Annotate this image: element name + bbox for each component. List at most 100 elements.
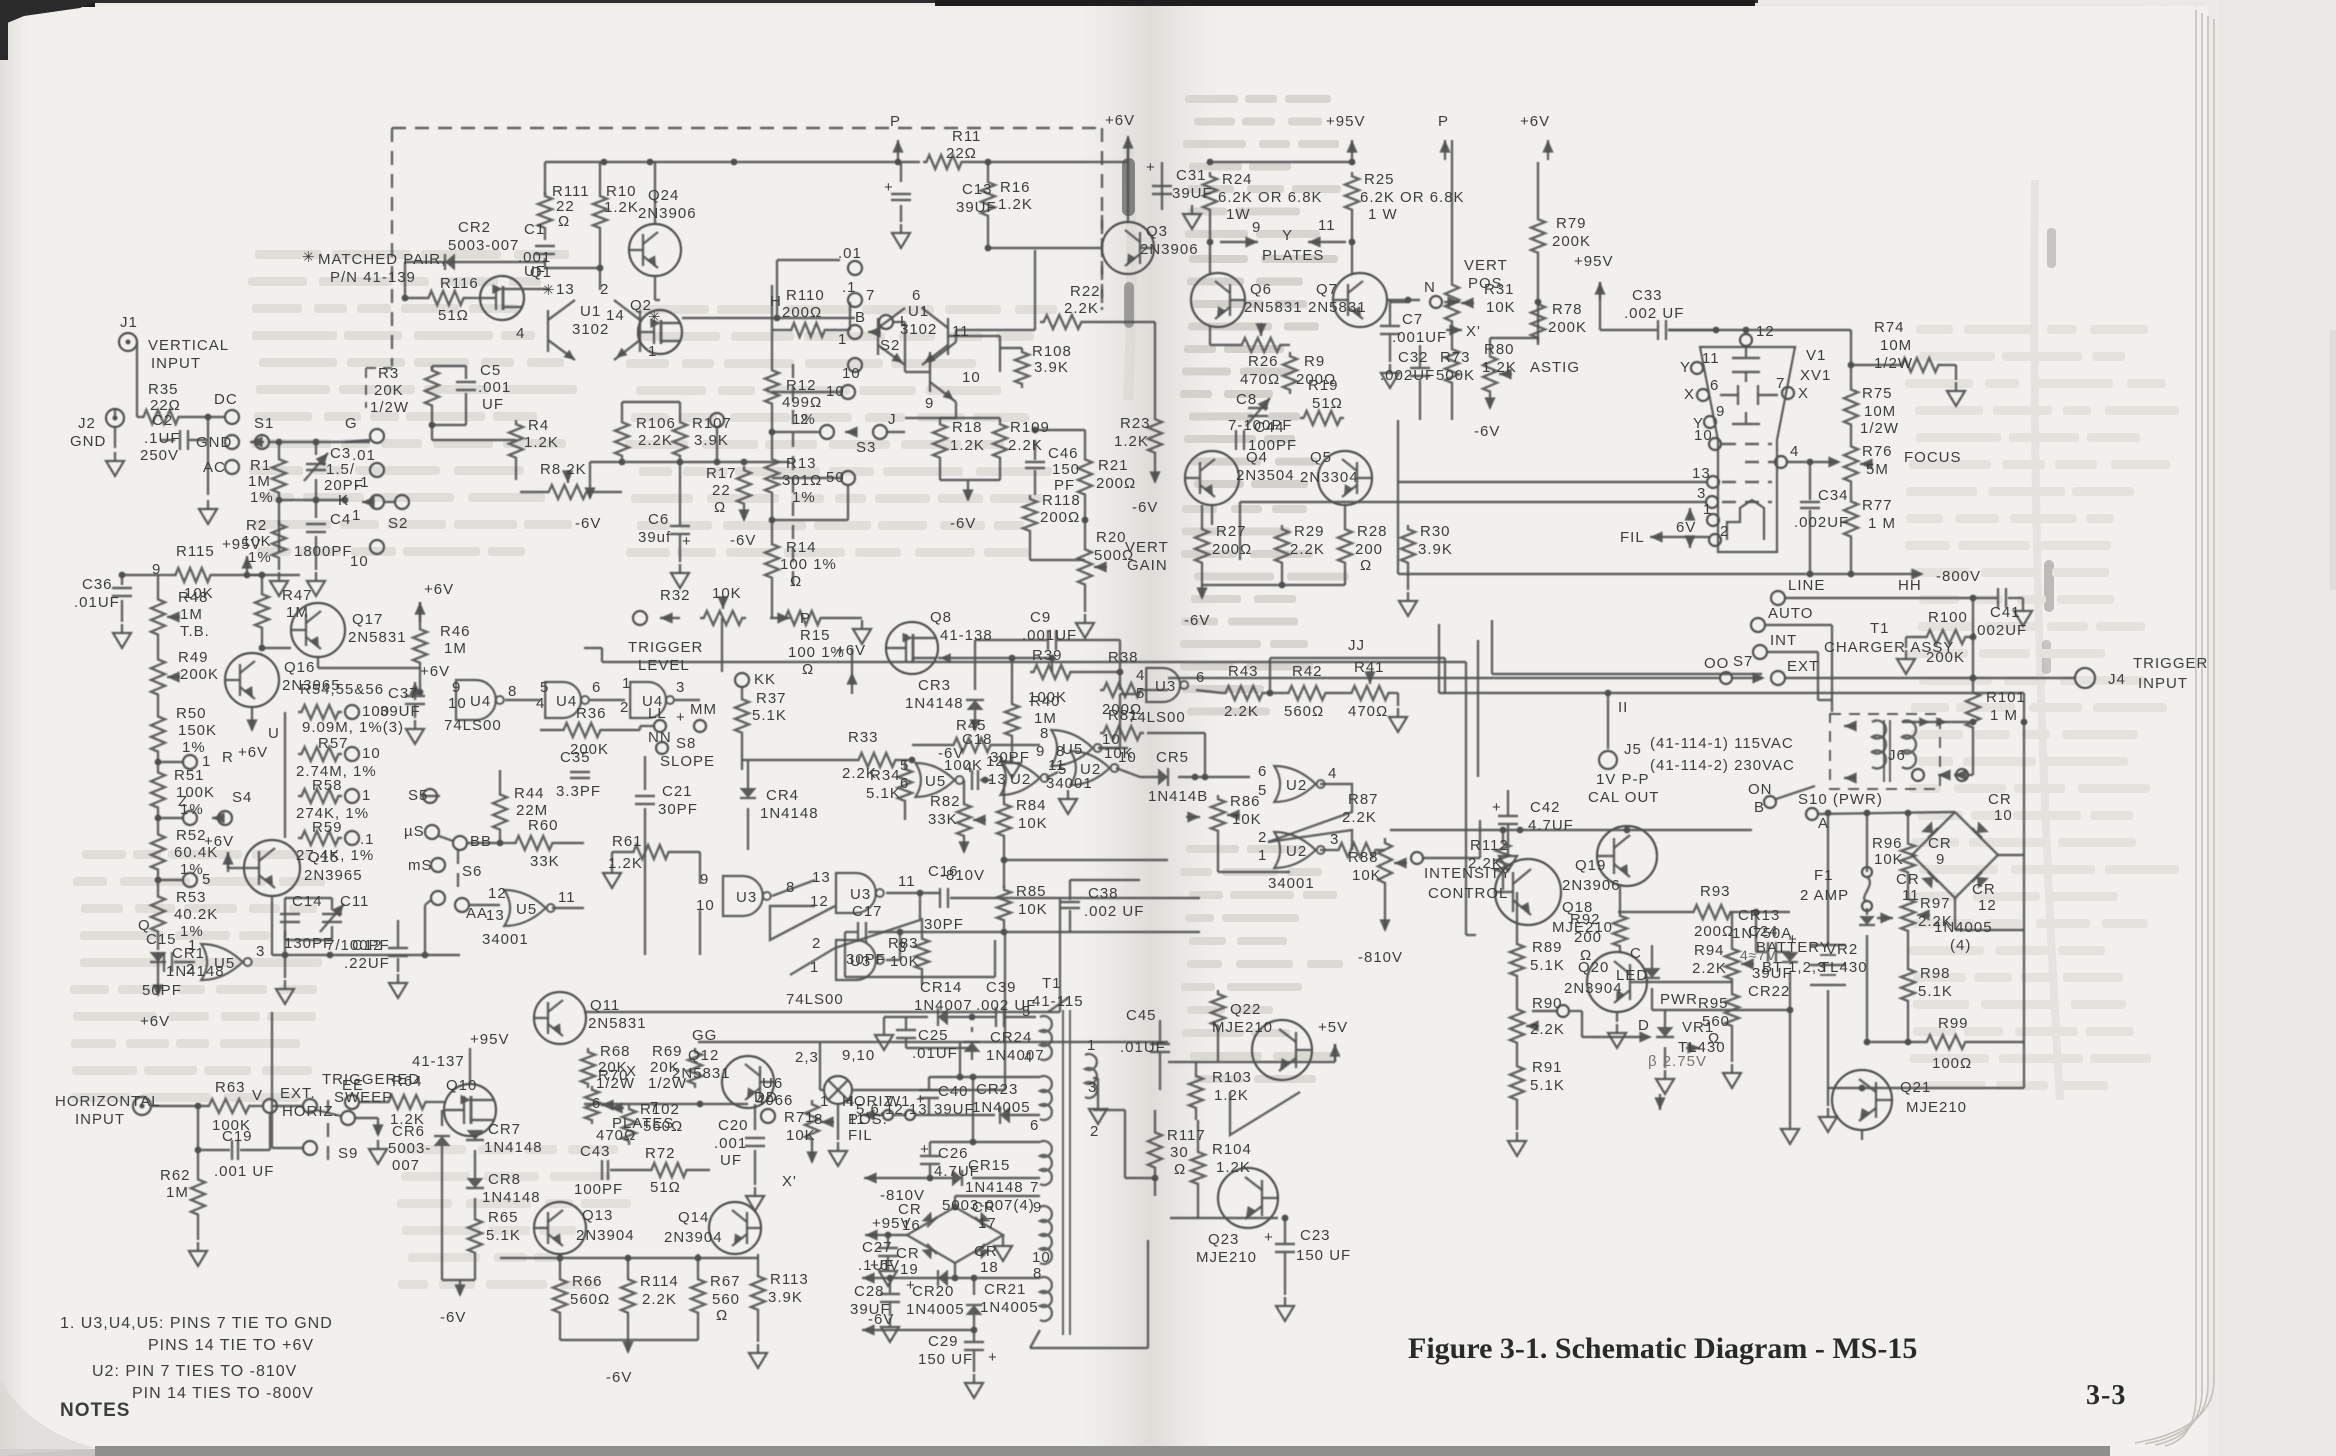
svg-text:3: 3 — [898, 939, 907, 956]
svg-text:CONTROL: CONTROL — [1428, 885, 1508, 902]
svg-text:+6V: +6V — [1520, 113, 1550, 130]
svg-text:J1: J1 — [120, 314, 138, 331]
svg-text:R104: R104 — [1212, 1141, 1252, 1158]
svg-text:11: 11 — [1702, 350, 1720, 367]
svg-text:PF: PF — [1054, 477, 1075, 494]
svg-text:+: + — [1788, 931, 1798, 948]
svg-text:V: V — [252, 1087, 263, 1104]
svg-text:10K: 10K — [242, 533, 272, 550]
svg-text:1V P-P: 1V P-P — [1596, 771, 1650, 788]
svg-text:14: 14 — [606, 307, 625, 324]
svg-text:J: J — [888, 411, 897, 428]
svg-text:Q17: Q17 — [352, 611, 383, 628]
svg-text:R71: R71 — [784, 1109, 815, 1126]
svg-text:R116: R116 — [440, 275, 479, 292]
svg-text:1N4005: 1N4005 — [980, 1299, 1039, 1316]
svg-text:7: 7 — [866, 287, 875, 304]
svg-text:C18: C18 — [962, 731, 993, 748]
svg-text:BT 1,2,3: BT 1,2,3 — [1762, 959, 1826, 976]
svg-text:1M: 1M — [166, 1184, 189, 1201]
svg-text:LL: LL — [648, 705, 667, 722]
svg-text:.1: .1 — [360, 831, 375, 848]
svg-text:C5: C5 — [480, 362, 501, 379]
svg-text:PIN 14 TIES TO -800V: PIN 14 TIES TO -800V — [132, 1385, 314, 1402]
svg-text:U4: U4 — [556, 693, 577, 710]
svg-text:8: 8 — [1056, 743, 1065, 760]
svg-text:1N4148: 1N4148 — [965, 1179, 1024, 1196]
svg-text:560: 560 — [712, 1291, 740, 1308]
svg-text:2N3965: 2N3965 — [304, 867, 363, 884]
svg-text:200Ω: 200Ω — [1040, 509, 1080, 526]
svg-text:12: 12 — [986, 753, 1005, 770]
svg-text:R88: R88 — [1348, 849, 1379, 866]
svg-text:274K, 1%: 274K, 1% — [296, 805, 369, 822]
svg-text:R58: R58 — [312, 777, 343, 794]
svg-text:+95V: +95V — [872, 1215, 911, 1232]
svg-text:1%: 1% — [180, 861, 204, 878]
svg-text:MATCHED PAIR,: MATCHED PAIR, — [318, 251, 446, 268]
svg-text:HH: HH — [1898, 577, 1922, 594]
svg-text:4066: 4066 — [756, 1092, 793, 1109]
svg-text:R91: R91 — [1532, 1059, 1563, 1076]
svg-text:Q20: Q20 — [1578, 959, 1609, 976]
svg-text:R44: R44 — [514, 785, 545, 802]
svg-text:BB: BB — [470, 833, 492, 850]
svg-text:R23: R23 — [1120, 415, 1151, 432]
svg-text:150 UF: 150 UF — [1296, 1247, 1351, 1264]
svg-text:200Ω: 200Ω — [1212, 541, 1252, 558]
svg-text:+: + — [884, 179, 894, 196]
svg-text:30: 30 — [1170, 1144, 1189, 1161]
svg-text:R16: R16 — [1000, 179, 1031, 196]
svg-text:100Ω: 100Ω — [1932, 1055, 1972, 1072]
svg-text:5003-007: 5003-007 — [448, 237, 519, 254]
svg-text:13: 13 — [556, 281, 575, 298]
svg-text:1/2W: 1/2W — [648, 1075, 687, 1092]
svg-text:Z: Z — [178, 793, 188, 810]
svg-text:20K: 20K — [374, 382, 404, 399]
svg-text:CR: CR — [1972, 881, 1996, 898]
svg-text:X: X — [626, 1063, 637, 1080]
svg-text:P: P — [800, 610, 811, 627]
svg-text:R112: R112 — [1470, 837, 1509, 854]
svg-text:C24: C24 — [1748, 923, 1779, 940]
svg-text:50PF: 50PF — [142, 982, 182, 999]
svg-text:Ω: Ω — [714, 499, 726, 516]
svg-text:+6V: +6V — [424, 581, 454, 598]
svg-text:Ω: Ω — [1580, 947, 1592, 964]
svg-text:30PF: 30PF — [990, 749, 1030, 766]
svg-text:+: + — [1264, 1229, 1274, 1246]
svg-text:D: D — [1638, 1017, 1650, 1034]
svg-text:5: 5 — [1258, 782, 1267, 799]
svg-text:3.3PF: 3.3PF — [556, 783, 601, 800]
svg-text:R63: R63 — [215, 1079, 246, 1096]
svg-text:39UF: 39UF — [1752, 965, 1793, 982]
svg-text:2: 2 — [620, 699, 629, 716]
svg-text:10K: 10K — [712, 585, 742, 602]
svg-text:U5: U5 — [1062, 741, 1083, 758]
svg-text:X: X — [1798, 385, 1809, 402]
svg-text:200: 200 — [1355, 541, 1383, 558]
svg-text:U3: U3 — [850, 953, 871, 970]
svg-text:HORIZONTAL: HORIZONTAL — [55, 1093, 161, 1110]
svg-text:R109: R109 — [1010, 419, 1050, 436]
svg-text:6: 6 — [1196, 669, 1205, 686]
svg-text:1.2K: 1.2K — [1214, 1087, 1249, 1104]
svg-text:100K: 100K — [176, 784, 215, 801]
svg-text:Q13: Q13 — [582, 1207, 613, 1224]
svg-text:6: 6 — [592, 1095, 601, 1112]
svg-text:1: 1 — [622, 675, 631, 692]
svg-text:2 AMP: 2 AMP — [1800, 887, 1849, 904]
svg-text:-6V: -6V — [868, 1311, 894, 1328]
svg-text:1.2K: 1.2K — [1114, 433, 1149, 450]
svg-text:R64: R64 — [392, 1073, 423, 1090]
svg-text:+95V: +95V — [1574, 253, 1613, 270]
svg-text:+: + — [1492, 799, 1502, 816]
svg-text:3102: 3102 — [572, 321, 609, 338]
svg-text:1N4148: 1N4148 — [905, 695, 964, 712]
svg-text:200K: 200K — [1548, 319, 1587, 336]
svg-text:B: B — [1754, 799, 1765, 816]
svg-text:R34: R34 — [870, 767, 901, 784]
svg-text:R48: R48 — [178, 589, 209, 606]
svg-text:A: A — [1818, 815, 1829, 832]
svg-text:+95V: +95V — [470, 1031, 509, 1048]
